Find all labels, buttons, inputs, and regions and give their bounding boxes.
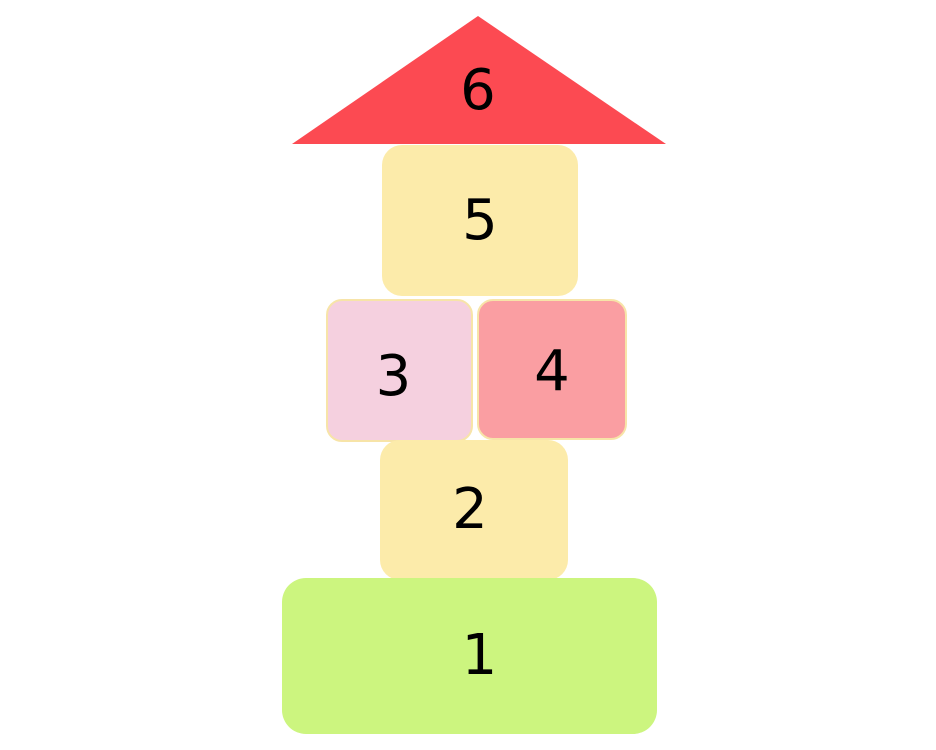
block-3-label: 3 xyxy=(375,343,412,409)
block-6-label: 6 xyxy=(460,57,496,123)
block-3[interactable]: 3 xyxy=(326,299,473,442)
block-5-label: 5 xyxy=(462,187,498,253)
block-1[interactable]: 1 xyxy=(282,578,657,734)
block-5[interactable]: 5 xyxy=(382,145,578,296)
block-6-shape[interactable] xyxy=(292,16,666,144)
block-4[interactable]: 4 xyxy=(477,299,627,440)
block-2[interactable]: 2 xyxy=(380,440,568,580)
block-1-label: 1 xyxy=(461,623,498,688)
block-4-label: 4 xyxy=(534,338,570,404)
block-2-label: 2 xyxy=(452,477,488,542)
